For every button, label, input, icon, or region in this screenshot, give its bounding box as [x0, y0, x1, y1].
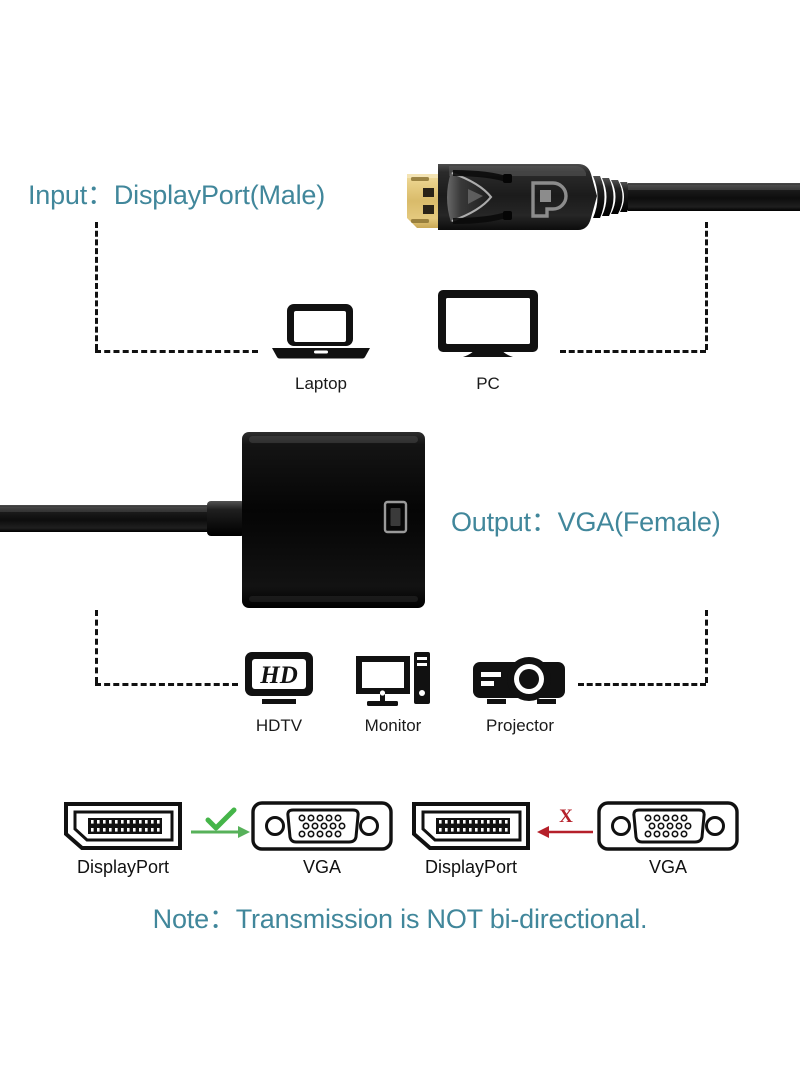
displayport-logo-icon — [531, 181, 568, 218]
check-mark-arrow — [190, 804, 252, 846]
svg-text:X: X — [559, 806, 573, 827]
vga-female-adapter-body — [0, 428, 430, 610]
output-bracket-right — [705, 610, 708, 683]
projector-label: Projector — [485, 716, 555, 735]
output-bracket-left — [95, 610, 98, 683]
vga-connector-icon — [250, 800, 394, 852]
pair-1-from-label: DisplayPort — [76, 857, 170, 877]
input-bracket-right — [705, 222, 708, 350]
output-bracket-bottom-left — [95, 683, 238, 686]
pair-1-to-label: VGA — [302, 857, 341, 877]
vga-connector-icon — [596, 800, 740, 852]
cross-mark-arrow: X — [535, 802, 595, 846]
monitor-tower-icon — [355, 650, 431, 708]
monitor-label: Monitor — [364, 716, 422, 735]
input-section-label: Input：DisplayPort(Male) — [28, 180, 326, 210]
displayport-connector-icon — [62, 800, 184, 852]
input-bracket-bottom-left — [95, 350, 258, 353]
pair-2-from-label: VGA — [648, 857, 687, 877]
desktop-monitor-icon — [436, 288, 540, 360]
hdtv-label: HDTV — [255, 716, 303, 735]
pair-2-to-label: DisplayPort — [424, 857, 518, 877]
displayport-male-plug — [405, 152, 800, 244]
hdtv-icon: HD — [243, 650, 315, 708]
svg-text:HD: HD — [259, 662, 298, 689]
laptop-icon — [268, 302, 374, 360]
displayport-connector-icon — [410, 800, 532, 852]
note-text: Note：Transmission is NOT bi-directional. — [152, 904, 648, 934]
output-section-label: Output：VGA(Female) — [451, 507, 721, 537]
laptop-label: Laptop — [295, 374, 347, 393]
output-bracket-bottom-right — [578, 683, 706, 686]
input-bracket-bottom-right — [560, 350, 706, 353]
projector-icon — [471, 652, 569, 707]
adapter-port-icon — [383, 500, 408, 534]
input-bracket-left — [95, 222, 98, 350]
pc-label: PC — [476, 374, 500, 393]
